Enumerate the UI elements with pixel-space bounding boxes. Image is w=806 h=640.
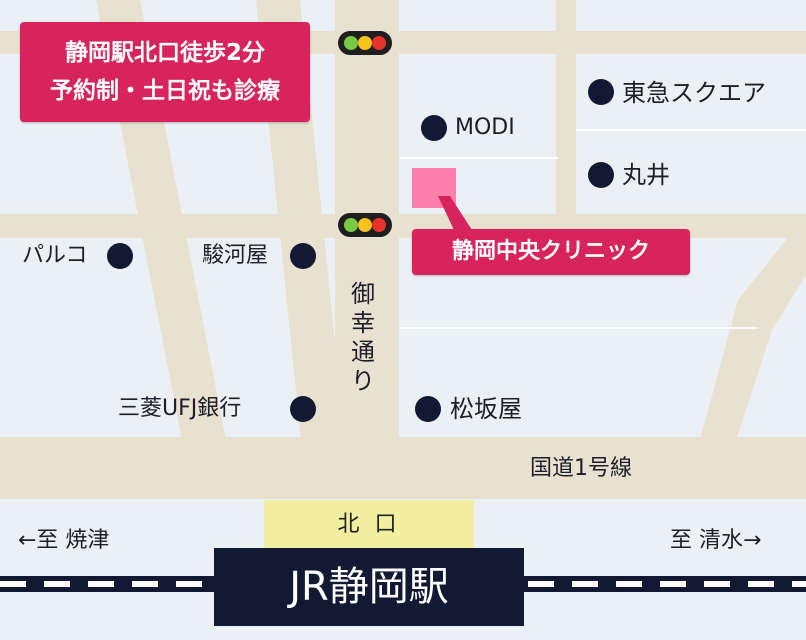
landmark-modi: MODI xyxy=(455,115,515,140)
callout-pointer-shape xyxy=(438,196,472,230)
road-label-char: 通 xyxy=(351,338,375,366)
landmark-dot-icon xyxy=(588,162,614,188)
north-exit-label: 北 口 xyxy=(337,512,401,537)
road-label-char: 幸 xyxy=(351,309,375,337)
tagline-line2: 予約制・土日祝も診療 xyxy=(50,78,280,104)
road-label-gokou-dori: 御 幸 通 り xyxy=(346,280,380,396)
route1-road xyxy=(0,437,806,499)
landmark-tokyu-square: 東急スクエア xyxy=(622,79,766,107)
direction-yaizu: ←至 焼津 xyxy=(18,528,110,553)
station-name-plate[interactable]: JR静岡駅 xyxy=(214,548,524,626)
landmark-dot-icon xyxy=(415,396,441,422)
road-label-char: 御 xyxy=(351,280,375,308)
landmark-dot-icon xyxy=(421,115,447,141)
road-label-char: り xyxy=(351,367,375,395)
traffic-light-yellow xyxy=(358,218,372,232)
landmark-parco: パルコ xyxy=(22,243,88,268)
landmark-dot-icon xyxy=(107,243,133,269)
road-label-route1: 国道1号線 xyxy=(530,456,632,481)
landmark-surugaya: 駿河屋 xyxy=(202,243,269,268)
alleys xyxy=(400,129,806,329)
clinic-name-label[interactable]: 静岡中央クリニック xyxy=(412,229,690,275)
clinic-callout-pointer xyxy=(438,196,472,230)
street-right-vertical xyxy=(556,0,576,216)
landmark-mufg: 三菱UFJ銀行 xyxy=(118,396,242,421)
landmark-dot-icon xyxy=(588,79,614,105)
traffic-light-green xyxy=(344,218,358,232)
traffic-light-icon xyxy=(338,213,392,237)
landmark-marui: 丸井 xyxy=(622,161,670,189)
tagline-box: 静岡駅北口徒歩2分 予約制・土日祝も診療 xyxy=(20,22,310,122)
traffic-light-icon xyxy=(338,31,392,55)
traffic-light-red xyxy=(372,218,386,232)
traffic-light-green xyxy=(344,36,358,50)
traffic-light-yellow xyxy=(358,36,372,50)
landmark-dot-icon xyxy=(290,396,316,422)
landmark-matsuzakaya: 松坂屋 xyxy=(450,395,522,423)
north-exit[interactable]: 北 口 xyxy=(264,500,474,550)
tagline-line1: 静岡駅北口徒歩2分 xyxy=(64,40,265,66)
traffic-light-red xyxy=(372,36,386,50)
direction-shimizu: 至 清水→ xyxy=(670,528,762,553)
landmark-dot-icon xyxy=(290,243,316,269)
